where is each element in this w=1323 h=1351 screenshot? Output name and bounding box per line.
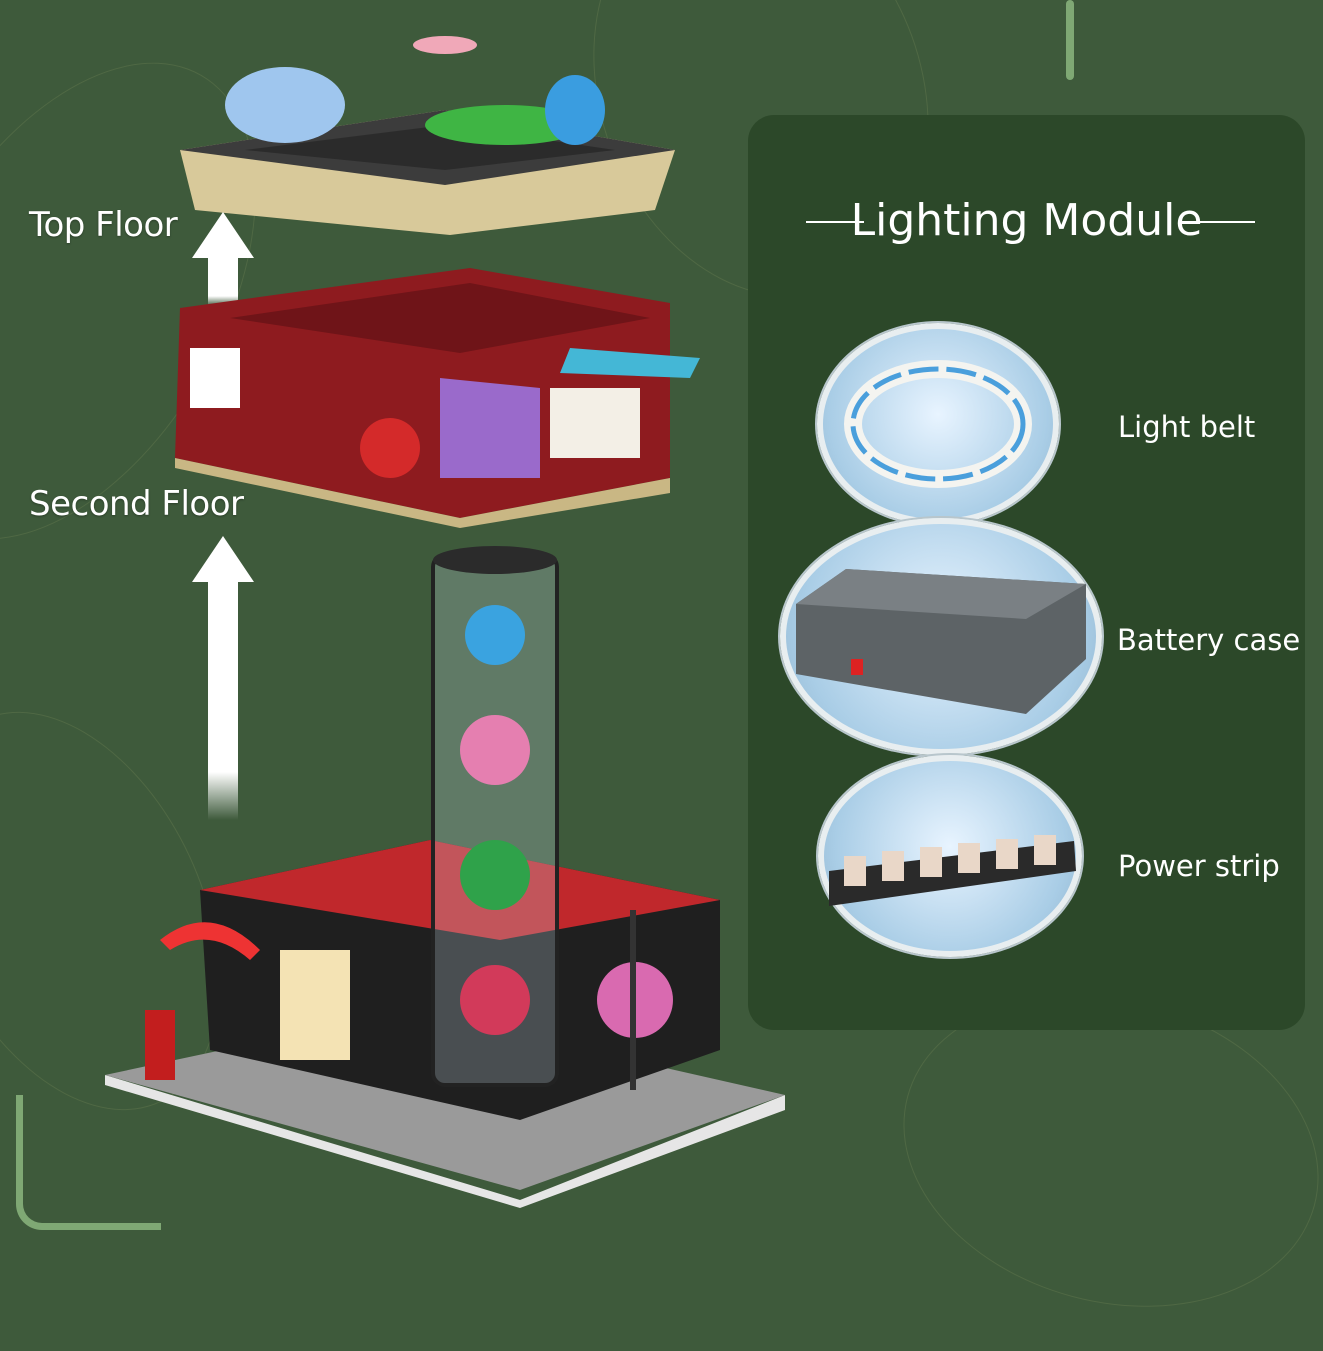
title-divider-right bbox=[1197, 221, 1255, 223]
decorative-corner bbox=[16, 1095, 161, 1230]
ground-floor-model bbox=[105, 546, 785, 1208]
top-floor-label: Top Floor bbox=[29, 205, 178, 245]
decorative-corner bbox=[1066, 0, 1074, 80]
arrow-up-icon bbox=[192, 536, 254, 820]
battery-case-icon bbox=[780, 518, 1102, 755]
arrow-up-icon bbox=[192, 212, 254, 306]
top-floor-model bbox=[180, 36, 675, 235]
light-belt-label: Light belt bbox=[1118, 410, 1256, 444]
light-belt-icon bbox=[817, 323, 1059, 525]
battery-case-label: Battery case bbox=[1117, 623, 1301, 657]
second-floor-label: Second Floor bbox=[29, 484, 244, 524]
lighting-module-title: Lighting Module bbox=[850, 195, 1203, 246]
power-strip-icon bbox=[818, 755, 1082, 957]
power-strip-label: Power strip bbox=[1118, 849, 1280, 883]
second-floor-model bbox=[175, 268, 700, 528]
title-divider-left bbox=[806, 221, 864, 223]
